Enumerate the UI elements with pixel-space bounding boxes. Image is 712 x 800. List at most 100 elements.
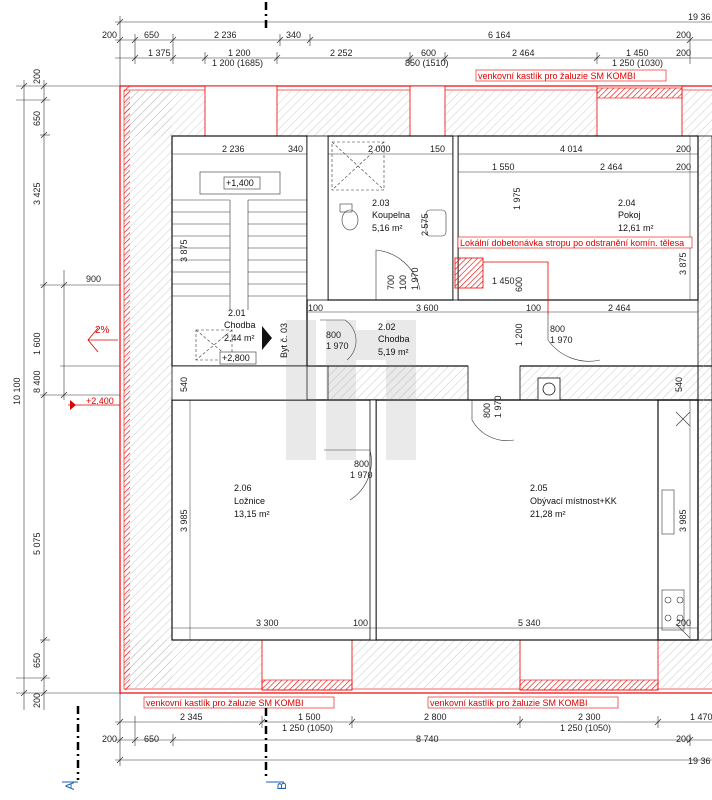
room-2-01-id: 2.01 [228, 308, 246, 318]
top-dim-arrows [116, 18, 694, 62]
level-marker-2400: +2.400 [68, 396, 120, 410]
staircase [172, 171, 307, 361]
dim-pokoj-height: 3 875 [678, 252, 688, 275]
dim-pokoj-1975: 1 975 [512, 187, 522, 210]
vent-circle-icon [542, 382, 556, 396]
dim-left-650-bottom: 650 [32, 653, 42, 668]
dim-top-2464: 2 464 [512, 48, 535, 58]
dim-top-1450: 1 450 [626, 48, 649, 58]
apartment-label: Byt č. 03 [279, 323, 289, 358]
room-2-01-name: Chodba [224, 320, 256, 330]
dim-top-850-1510: 850 (1510) [405, 58, 449, 68]
note-blind-bottom-left: venkovní kastlík pro žaluzie SM KOMBI [146, 698, 304, 708]
room-2-06-area: 13,15 m² [234, 509, 270, 519]
dim-top-650: 650 [144, 30, 159, 40]
dim-bot-1500: 1 500 [298, 712, 321, 722]
room-2-05-area: 21,28 m² [530, 509, 566, 519]
top-windows [204, 85, 683, 137]
dim-pokoj-1550: 1 550 [492, 162, 515, 172]
dim-left-900: 900 [86, 274, 101, 284]
dim-top-200-left: 200 [102, 30, 117, 40]
door-1970-b: 1 970 [550, 335, 573, 345]
dim-stair-340: 340 [288, 144, 303, 154]
dim-bottom-100: 100 [353, 618, 368, 628]
room-2-05-id: 2.05 [530, 483, 548, 493]
dim-left-1600: 1 600 [32, 332, 42, 355]
bathroom-fixtures [331, 141, 447, 237]
dim-1450: 1 450 [492, 276, 515, 286]
dim-left-3425: 3 425 [32, 182, 42, 205]
dim-bot-1250-a: 1 250 (1050) [282, 723, 333, 733]
dim-bot-8740: 8 740 [416, 734, 439, 744]
level-box-2800 [219, 351, 257, 365]
section-mark-a: A [62, 706, 80, 790]
dim-chodba-2464: 2 464 [608, 303, 631, 313]
slope-label: 2% [95, 325, 110, 336]
dim-540-right: 540 [674, 377, 684, 392]
dim-top-340: 340 [286, 30, 301, 40]
door-1970-c: 1 970 [493, 395, 503, 418]
dim-stair-width: 2 236 [222, 144, 245, 154]
room-2-06-id: 2.06 [234, 483, 252, 493]
dim-top-1375: 1 375 [148, 48, 171, 58]
room-2-04: 2.04 Pokoj 12,61 m² [618, 198, 654, 233]
note-box-top [475, 69, 667, 82]
room-2-03-name: Koupelna [372, 210, 410, 220]
dim-top-1200: 1 200 [228, 48, 251, 58]
dim-left-200-bottom: 200 [32, 693, 42, 708]
note-box-bottom-right [427, 696, 619, 709]
dim-bot-2300: 2 300 [578, 712, 601, 722]
slope-arrow: 2% [87, 325, 118, 353]
level-2800-label: +2,800 [222, 353, 250, 363]
room-2-02-id: 2.02 [378, 322, 396, 332]
level-1400-label: +1,400 [226, 178, 254, 188]
door-800-a: 800 [326, 330, 341, 340]
dim-total-top: 19 36 [688, 12, 711, 22]
dim-bot-2345: 2 345 [180, 712, 203, 722]
entry-arrow-icon [262, 326, 272, 350]
dim-top-200-right-2: 200 [676, 48, 691, 58]
dim-top-1200-1685: 1 200 (1685) [212, 58, 263, 68]
dim-pokoj-width: 4 014 [560, 144, 583, 154]
dim-bottom-5340: 5 340 [518, 618, 541, 628]
dim-left-650-top: 650 [32, 111, 42, 126]
left-dimensions [16, 80, 120, 710]
room-2-01: 2.01 Chodba 2,44 m² [224, 308, 256, 343]
dim-top-200-right: 200 [676, 30, 691, 40]
bottom-dim-ticks [116, 718, 694, 764]
dim-bottom-200: 200 [676, 618, 691, 628]
dim-left-8400: 8 400 [32, 370, 42, 393]
room-2-01-area: 2,44 m² [224, 333, 255, 343]
dim-left-5075: 5 075 [32, 532, 42, 555]
room-2-03: 2.03 Koupelna 5,16 m² [372, 198, 410, 233]
kitchen-fixtures [661, 411, 691, 639]
dim-top-1250-1030: 1 250 (1030) [612, 58, 663, 68]
room-2-03-area: 5,16 m² [372, 223, 403, 233]
note-ceiling: Lokální dobetonávka stropu po odstranění… [460, 238, 684, 248]
door-1970-e: 1 970 [410, 267, 420, 290]
chimney-vent [537, 377, 561, 401]
dim-bot-200-right: 200 [676, 734, 691, 744]
dim-bath-width: 2 000 [368, 144, 391, 154]
dim-top-600: 600 [421, 48, 436, 58]
door-800-b: 800 [550, 324, 565, 334]
section-b-label: B [275, 782, 289, 790]
dim-bot-650: 650 [144, 734, 159, 744]
room-2-06: 2.06 Ložnice 13,15 m² [234, 483, 270, 519]
dim-pokoj-200b: 200 [676, 162, 691, 172]
door-800-d: 800 [354, 459, 369, 469]
dim-stair-3875: 3 875 [179, 239, 189, 262]
room-2-05-name: Obývací místnost+KK [530, 496, 617, 506]
inner-dimension-lines [172, 136, 698, 640]
note-box-ceiling [457, 236, 693, 249]
section-mark-b: B [264, 708, 289, 790]
dim-bot-2800: 2 800 [424, 712, 447, 722]
watermark-logo [286, 320, 416, 460]
dim-bottom-3300: 3 300 [256, 618, 279, 628]
room-2-04-name: Pokoj [618, 210, 641, 220]
dim-living-height: 3 985 [678, 509, 688, 532]
door-700: 700 [386, 275, 396, 290]
note-blind-top: venkovní kastlík pro žaluzie SM KOMBI [478, 71, 636, 81]
local-concrete-area [454, 257, 484, 289]
